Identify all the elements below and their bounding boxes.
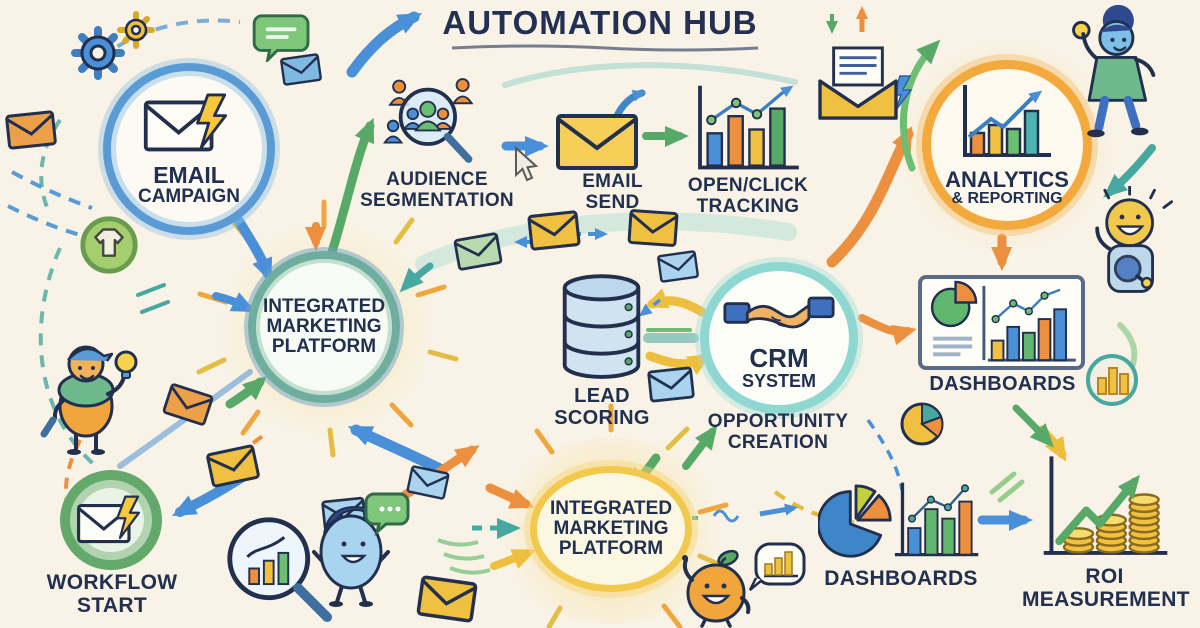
page-title: AUTOMATION HUB [442,4,758,41]
integrated-platform-bottom-label: INTEGRATED MARKETING PLATFORM [549,498,673,559]
small-bar-chart-icon [1086,354,1138,406]
tshirt-badge-icon [80,216,138,274]
node-integrated-platform-top: INTEGRATED MARKETING PLATFORM [248,251,400,403]
crm-label-1: CRM [749,342,809,373]
bar-chart-bottom-icon [894,482,979,557]
arrow-top-left-up [346,11,423,78]
envelope-icon [162,383,214,426]
integrated-platform-top-label: INTEGRATED MARKETING PLATFORM [262,296,386,357]
coin-stack-icon [1062,493,1160,554]
open-mail-icon [818,46,898,120]
envelope-icon [627,209,679,247]
magnifier-people-icon [383,78,474,163]
envelope-icon [406,465,450,500]
teal-ticks-left [136,283,170,314]
arrow-crm-to-analytics [826,126,914,268]
arrow-green-into-roi [1012,404,1054,448]
gear-icon [71,11,155,80]
arcs-under-messenger [437,538,491,575]
dashboards-right-label: DASHBOARDS [929,373,1076,395]
arrow-blue-into-platform-left [212,292,257,313]
arrow-into-platform-bottom-orange [485,483,535,509]
arrow-teal-into-platform-right [399,262,434,293]
dashes-yellow-crm [773,490,855,524]
dashes-topleft-1 [11,170,93,210]
audience-segmentation-label: AUDIENCE SEGMENTATION [360,169,514,211]
arrow-green-curl-analytics [899,39,941,172]
envelope-icon [5,110,57,150]
email-campaign-label-2: CAMPAIGN [137,186,241,208]
email-campaign-label-1: EMAIL [153,161,225,188]
dashboard-panel-charts [930,280,1076,362]
orange-fruit-character [682,542,806,628]
node-dashboards-right [918,275,1085,370]
arrow-platform-to-audience [327,117,375,257]
arrow-green-into-platform-bottomleft [225,376,267,409]
envelope-icon [657,250,699,283]
envelope-icon [527,210,581,251]
opportunity-creation-label: OPPORTUNITY CREATION [707,411,849,453]
dashes-topleft-2 [7,204,85,238]
open-mail-arrows [826,6,868,34]
node-email-campaign: EMAIL CAMPAIGN [103,63,275,235]
cursor-pointer-icon [515,145,539,182]
envelope-icon [453,232,503,271]
teal-band-top [502,62,798,88]
pie-chart-bottom-icon [818,484,892,558]
smiley-magnifier-character [1095,186,1174,293]
magnifier-chart-icon [227,517,333,623]
node-workflow-start [60,470,162,570]
open-click-tracking-icon [698,85,799,170]
messenger-character [312,492,410,607]
title-underline [451,44,759,52]
lead-scoring-label: LEAD SCORING [554,385,650,429]
analyst-character [1072,4,1156,138]
node-integrated-platform-bottom: INTEGRATED MARKETING PLATFORM [530,466,692,592]
crm-label-2: SYSTEM [741,371,816,392]
sunrays-bottom-orange [494,403,729,628]
handshake-icon [723,296,835,329]
band-arrow-diag [638,298,662,317]
arrow-teal-right-down [1103,144,1156,198]
roi-measurement-label: ROI MEASUREMENT [1022,565,1190,611]
green-hatch-bottom [989,471,1025,503]
email-send-icon [556,89,646,170]
node-crm-system: CRM SYSTEM [700,262,858,414]
arrow-leadscoring-to-crm [645,351,712,375]
envelope-icon [206,444,260,488]
envelope-icon [416,575,478,623]
arrow-into-platform-bottom-yellow [490,549,537,570]
chat-bubble-icon [252,14,310,62]
node-analytics-reporting: ANALYTICS & REPORTING [922,60,1092,230]
blue-swirl-mid [117,369,253,469]
sunrays-bottom-yellow [491,426,728,628]
workflow-envelope-lightning-icon [77,495,141,544]
analytics-label-1: ANALYTICS [945,166,1069,192]
dashes-crm-bottom [866,418,904,491]
arrow-crm-to-dashboards [858,314,917,346]
small-pie-chart-icon [900,402,944,446]
workflow-start-label: WORKFLOW START [46,571,178,617]
roi-coins-chart-icon [1043,456,1168,555]
dashboards-bottom-label: DASHBOARDS [824,567,978,590]
envelope-icon [280,53,322,86]
envelope-lightning-icon [143,93,228,152]
analytics-label-2: & REPORTING [951,189,1063,207]
dashes-campaign-arc [98,18,241,60]
open-click-tracking-label: OPEN/CLICK TRACKING [687,175,809,217]
worker-character [40,345,138,455]
arrow-mid-blue-upleft [347,424,448,476]
email-send-label: EMAIL SEND [582,171,643,213]
envelope-icon [647,366,695,403]
analytics-chart-icon [963,84,1051,157]
arrow-to-opportunity [682,424,718,470]
database-icon [562,274,641,379]
